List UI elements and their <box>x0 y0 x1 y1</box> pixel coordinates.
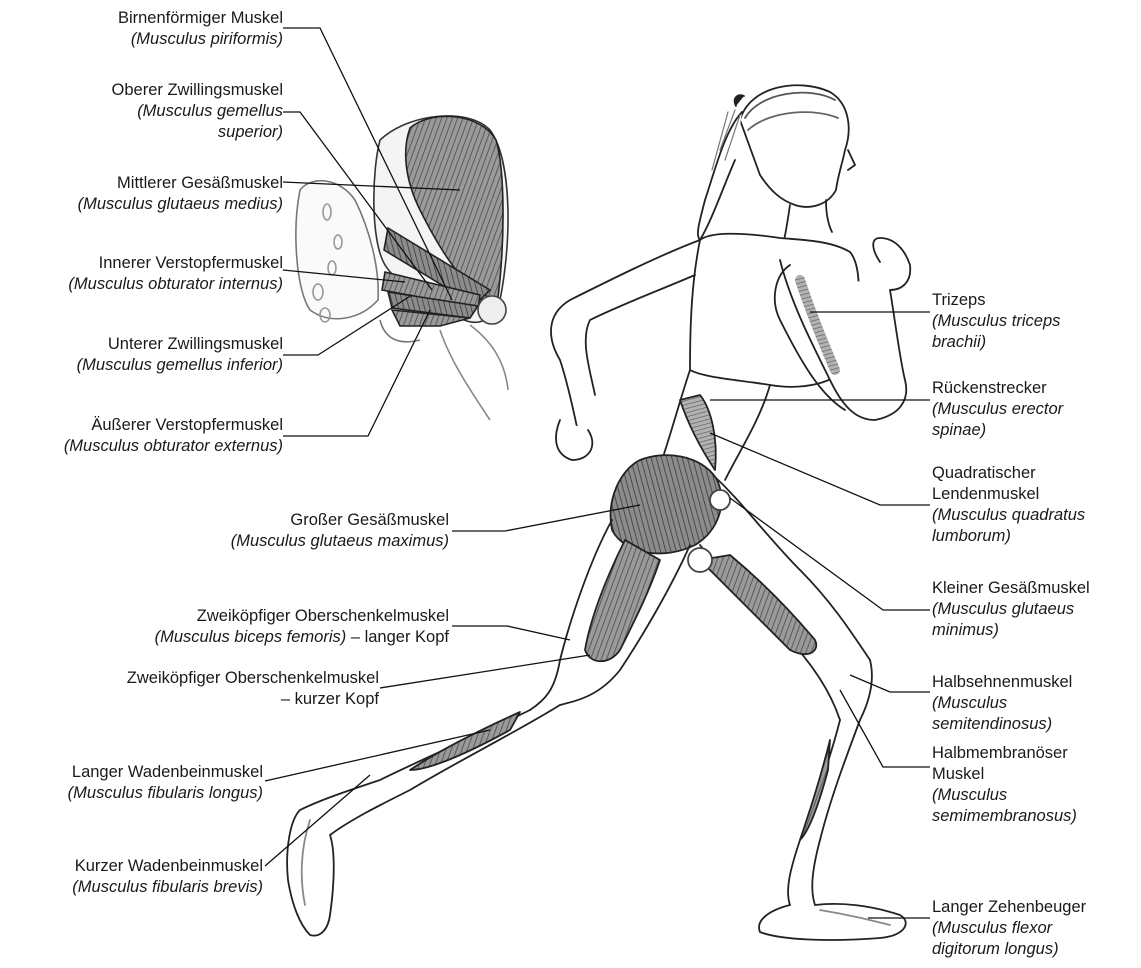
label-quadratus-lumborum-latin-1: (Musculus quadratus <box>932 505 1085 526</box>
label-fibularis-brevis: Kurzer Wadenbeinmuskel (Musculus fibular… <box>72 856 263 898</box>
label-triceps-name: Trizeps <box>932 290 1060 311</box>
label-biceps-short-head: – kurzer Kopf <box>127 689 379 710</box>
label-quadratus-lumborum: Quadratischer Lendenmuskel (Musculus qua… <box>932 463 1085 547</box>
label-semitendinosus: Halbsehnenmuskel (Musculus semitendinosu… <box>932 672 1072 735</box>
label-erector-spinae-latin-1: (Musculus erector <box>932 399 1063 420</box>
label-gemellus-inferior: Unterer Zwillingsmuskel (Musculus gemell… <box>77 334 283 376</box>
label-gemellus-superior-latin-2: superior) <box>112 122 283 143</box>
label-obturator-externus-name: Äußerer Verstopfermuskel <box>64 415 283 436</box>
label-fibularis-longus: Langer Wadenbeinmuskel (Musculus fibular… <box>68 762 263 804</box>
label-biceps-long-name: Zweiköpfiger Oberschenkelmuskel <box>155 606 449 627</box>
label-glutaeus-minimus-latin-2: minimus) <box>932 620 1090 641</box>
label-semitendinosus-name: Halbsehnenmuskel <box>932 672 1072 693</box>
label-quadratus-lumborum-name-1: Quadratischer <box>932 463 1085 484</box>
label-biceps-long-suffix: – langer Kopf <box>346 628 449 646</box>
label-glutaeus-medius-name: Mittlerer Gesäßmuskel <box>78 173 283 194</box>
label-fibularis-longus-name: Langer Wadenbeinmuskel <box>68 762 263 783</box>
label-semitendinosus-latin-1: (Musculus <box>932 693 1072 714</box>
label-glutaeus-medius-latin: (Musculus glutaeus medius) <box>78 194 283 215</box>
leader-quadratus-lumborum <box>710 433 930 505</box>
label-erector-spinae: Rückenstrecker (Musculus erector spinae) <box>932 378 1063 441</box>
label-piriformis-latin: (Musculus piriformis) <box>118 29 283 50</box>
label-biceps-short: Zweiköpfiger Oberschenkelmuskel – kurzer… <box>127 668 379 710</box>
label-fibularis-brevis-latin: (Musculus fibularis brevis) <box>72 877 263 898</box>
label-triceps-latin-2: brachii) <box>932 332 1060 353</box>
label-glutaeus-minimus-latin-1: (Musculus glutaeus <box>932 599 1090 620</box>
label-glutaeus-maximus-latin: (Musculus glutaeus maximus) <box>231 531 449 552</box>
label-gemellus-inferior-name: Unterer Zwillingsmuskel <box>77 334 283 355</box>
label-gemellus-inferior-latin: (Musculus gemellus inferior) <box>77 355 283 376</box>
label-glutaeus-minimus-name: Kleiner Gesäßmuskel <box>932 578 1090 599</box>
label-piriformis: Birnenförmiger Muskel (Musculus piriform… <box>118 8 283 50</box>
label-glutaeus-medius: Mittlerer Gesäßmuskel (Musculus glutaeus… <box>78 173 283 215</box>
label-obturator-externus: Äußerer Verstopfermuskel (Musculus obtur… <box>64 415 283 457</box>
leader-semimembranosus <box>840 690 930 767</box>
label-fibularis-brevis-name: Kurzer Wadenbeinmuskel <box>72 856 263 877</box>
label-quadratus-lumborum-latin-2: lumborum) <box>932 526 1085 547</box>
label-erector-spinae-latin-2: spinae) <box>932 420 1063 441</box>
label-glutaeus-maximus: Großer Gesäßmuskel (Musculus glutaeus ma… <box>231 510 449 552</box>
label-glutaeus-maximus-name: Großer Gesäßmuskel <box>231 510 449 531</box>
label-biceps-short-name: Zweiköpfiger Oberschenkelmuskel <box>127 668 379 689</box>
label-triceps: Trizeps (Musculus triceps brachii) <box>932 290 1060 353</box>
label-semimembranosus-name-2: Muskel <box>932 764 1077 785</box>
label-triceps-latin-1: (Musculus triceps <box>932 311 1060 332</box>
leader-obturator-externus <box>283 310 430 436</box>
label-obturator-internus-name: Innerer Verstopfermuskel <box>68 253 283 274</box>
label-piriformis-name: Birnenförmiger Muskel <box>118 8 283 29</box>
label-glutaeus-minimus: Kleiner Gesäßmuskel (Musculus glutaeus m… <box>932 578 1090 641</box>
label-semimembranosus-latin-2: semimembranosus) <box>932 806 1077 827</box>
label-flexor-digitorum-name: Langer Zehenbeuger <box>932 897 1086 918</box>
label-flexor-digitorum-latin-2: digitorum longus) <box>932 939 1086 960</box>
label-semimembranosus-name-1: Halbmembranöser <box>932 743 1077 764</box>
label-gemellus-superior-name: Oberer Zwillingsmuskel <box>112 80 283 101</box>
label-semitendinosus-latin-2: semitendinosus) <box>932 714 1072 735</box>
label-obturator-externus-latin: (Musculus obturator externus) <box>64 436 283 457</box>
label-flexor-digitorum: Langer Zehenbeuger (Musculus flexor digi… <box>932 897 1086 960</box>
label-obturator-internus: Innerer Verstopfermuskel (Musculus obtur… <box>68 253 283 295</box>
label-biceps-long-latin: (Musculus biceps femoris) <box>155 628 347 646</box>
label-biceps-long: Zweiköpfiger Oberschenkelmuskel (Musculu… <box>155 606 449 648</box>
label-gemellus-superior-latin-1: (Musculus gemellus <box>112 101 283 122</box>
label-fibularis-longus-latin: (Musculus fibularis longus) <box>68 783 263 804</box>
label-erector-spinae-name: Rückenstrecker <box>932 378 1063 399</box>
label-obturator-internus-latin: (Musculus obturator internus) <box>68 274 283 295</box>
label-semimembranosus-latin-1: (Musculus <box>932 785 1077 806</box>
label-flexor-digitorum-latin-1: (Musculus flexor <box>932 918 1086 939</box>
leader-biceps-long <box>452 626 570 640</box>
label-quadratus-lumborum-name-2: Lendenmuskel <box>932 484 1085 505</box>
label-gemellus-superior: Oberer Zwillingsmuskel (Musculus gemellu… <box>112 80 283 143</box>
pelvis-inset <box>296 116 508 420</box>
label-semimembranosus: Halbmembranöser Muskel (Musculus semimem… <box>932 743 1077 827</box>
leader-semitendinosus <box>850 675 930 692</box>
